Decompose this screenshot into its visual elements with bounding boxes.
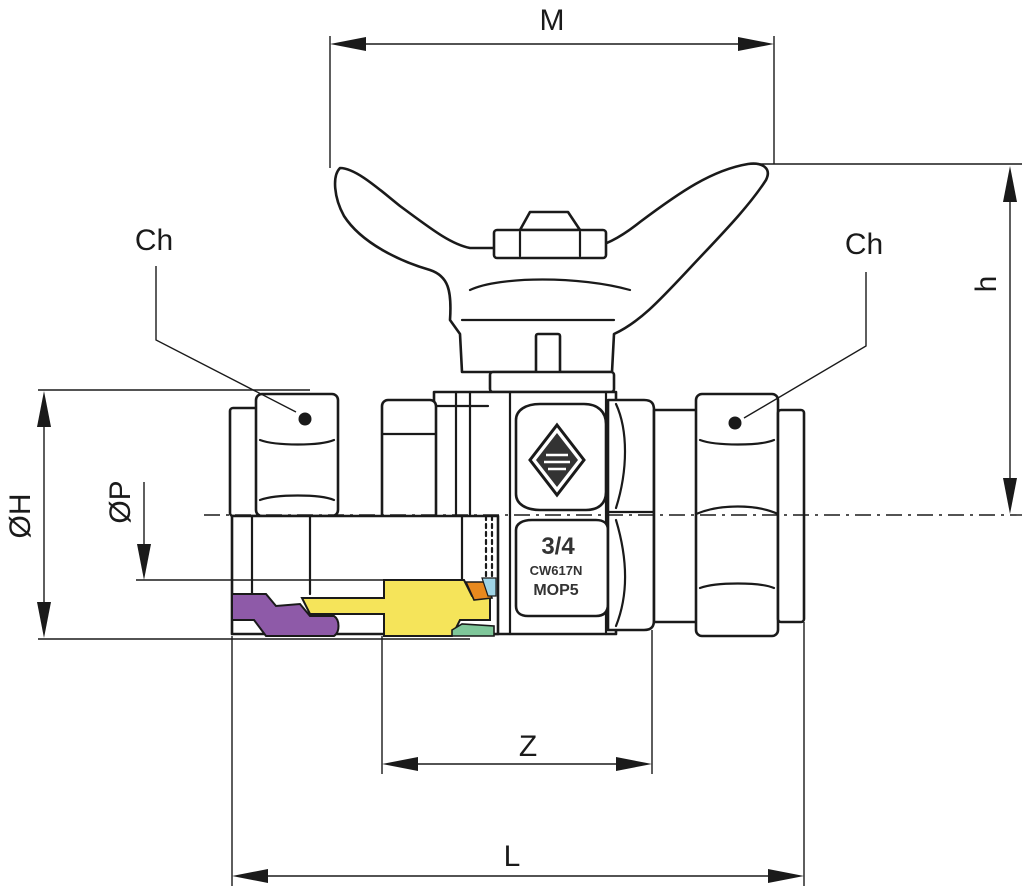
manufacturer-logo (528, 422, 586, 498)
ring-section (451, 623, 495, 637)
body-marking-pressure: MOP5 (533, 582, 578, 599)
butterfly-handle (333, 162, 769, 374)
dimension-M-label: M (540, 4, 565, 37)
handle-nut (492, 210, 608, 260)
valve-stem (488, 332, 616, 394)
dimension-Z-label: Z (519, 730, 537, 763)
dimension-h-label: h (970, 276, 1003, 293)
dimension-M (329, 36, 775, 168)
leader-Ch-left (155, 266, 312, 426)
nut-section (231, 593, 340, 637)
leader-Ch-right (728, 272, 867, 430)
dimension-h (750, 163, 1022, 514)
left-compression-nut (228, 392, 340, 518)
dimension-H-label: ØH (4, 494, 37, 539)
body-marking-material: CW617N (530, 563, 583, 578)
dimension-L (231, 622, 805, 886)
right-tube (652, 408, 700, 624)
dimension-H (37, 389, 470, 640)
leader-Ch-right-label: Ch (845, 228, 883, 261)
dimension-L-label: L (504, 840, 521, 873)
spacer-section (481, 577, 497, 597)
dimension-P-label: ØP (104, 480, 137, 523)
body-marking-size: 3/4 (541, 533, 575, 560)
leader-Ch-left-label: Ch (135, 224, 173, 257)
dimension-Z (381, 630, 653, 774)
dimension-P (136, 482, 462, 581)
